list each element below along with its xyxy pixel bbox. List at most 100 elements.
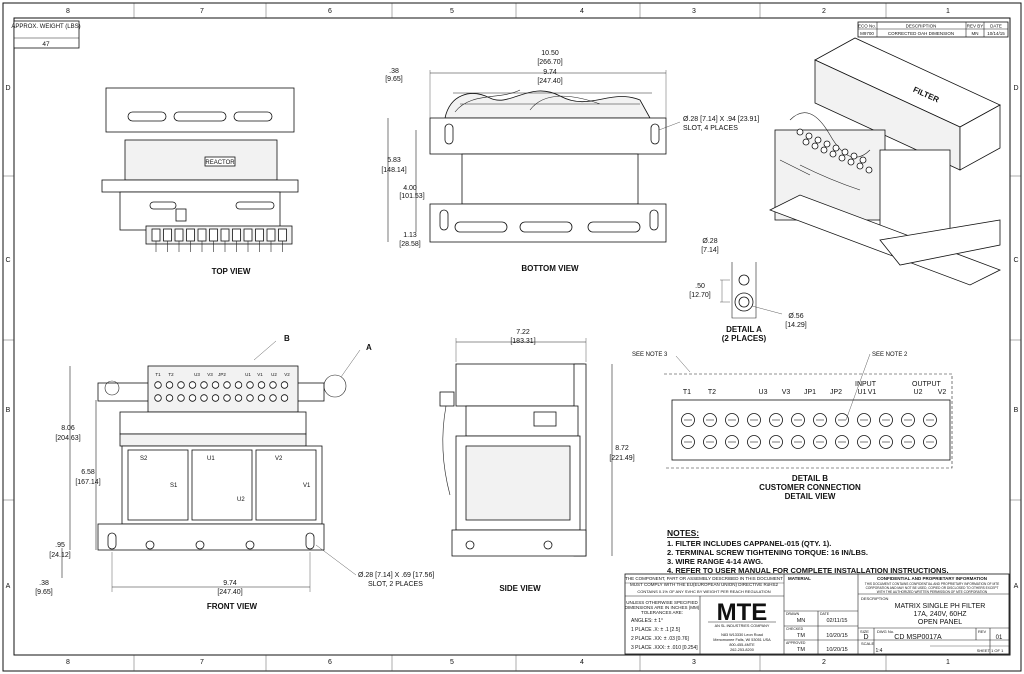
rev-desc: CORRECTED OAH DIMENSION: [888, 31, 954, 36]
front-terminal-label: V2: [284, 372, 290, 377]
isometric-view: FILTER: [769, 37, 1001, 286]
zone-row-label: A: [6, 583, 11, 590]
sign-role: DRAWN: [786, 612, 800, 616]
zone-row-label: A: [1014, 583, 1019, 590]
confidential-title: CONFIDENTIAL AND PROPRIETARY INFORMATION: [877, 576, 987, 581]
zone-col-label: 5: [450, 8, 454, 15]
detail-a-subtitle: (2 PLACES): [722, 334, 767, 343]
dim-bottom-inner: 9.74: [543, 69, 557, 76]
iso-terminal: [865, 166, 873, 174]
detail-b-title: DETAIL B: [792, 474, 828, 483]
front-terminal-lower: [257, 394, 266, 402]
dim-detail-a-hole-mm: [7.14]: [701, 247, 719, 254]
top-terminal: [278, 228, 287, 242]
dim-side-h: 8.72: [615, 445, 629, 452]
top-terminal: [197, 228, 207, 242]
front-terminal-label: V3: [207, 372, 213, 377]
front-terminal-lower: [165, 394, 174, 402]
address-1: N83 W13330 Leon Road: [721, 633, 763, 637]
dim-side-w: 7.22: [516, 329, 530, 336]
detail-a-hole: [738, 274, 750, 286]
front-view-title: FRONT VIEW: [207, 602, 258, 611]
iso-terminal: [805, 132, 813, 140]
iso-terminal: [856, 162, 864, 170]
reactor-label: REACTOR: [205, 160, 235, 166]
dim-front-h2: 6.58: [81, 469, 95, 476]
dim-bottom-h1: 5.83: [387, 157, 401, 164]
dim-side-h-mm: [221.49]: [609, 455, 634, 462]
dim-bottom-h1-mm: [148.14]: [381, 167, 406, 174]
front-terminal-label: JP2: [218, 372, 226, 377]
dim-side-w-mm: [183.31]: [510, 338, 535, 345]
zone-col-label: 4: [580, 8, 584, 15]
detail-terminal-label: U1: [858, 389, 867, 396]
zone-col-label: 3: [692, 8, 696, 15]
front-terminal-upper: [280, 381, 289, 389]
front-terminal-label: V1: [257, 372, 263, 377]
side-view: 7.22 [183.31] 8.72 [221.49] SIDE VIEW: [439, 329, 635, 593]
dim-bottom-overall: 10.50: [541, 50, 559, 57]
iso-terminal: [847, 158, 855, 166]
tol-2place: 2 PLACE .XX: ± .03 [0.76]: [631, 636, 689, 642]
notes-title: NOTES:: [667, 528, 699, 538]
detail-b-subtitle: CUSTOMER CONNECTION: [759, 483, 861, 492]
dim-front-slot-note: SLOT, 2 PLACES: [368, 581, 423, 588]
address-4: 262-253-8200: [730, 648, 754, 652]
rev-value: 01: [996, 635, 1003, 641]
sign-name: TM: [797, 633, 805, 639]
scale-label: SCALE: [861, 641, 874, 646]
zone-row-label: C: [5, 257, 10, 264]
weight-label: APPROX. WEIGHT (LBS): [11, 24, 80, 30]
tol-head-2: DIMENSIONS ARE IN INCHES (MM): [625, 605, 700, 610]
dim-detail-a-d: Ø.56: [788, 313, 803, 320]
dim-bottom-left-mm: [9.65]: [385, 76, 403, 83]
tol-1place: 1 PLACE .X: ± .1 [2.5]: [631, 627, 680, 633]
dim-detail-a-h: .50: [695, 283, 705, 290]
iso-terminal: [796, 128, 804, 136]
zone-row-label: C: [1013, 257, 1018, 264]
zone-col-label: 1: [946, 8, 950, 15]
sign-date: 02/11/15: [826, 618, 847, 624]
front-terminal-label: T1: [155, 372, 161, 377]
weight-box: APPROX. WEIGHT (LBS) 47: [11, 20, 81, 49]
sheet-number: SHEET 1 OF 1: [977, 648, 1004, 653]
front-terminal-upper: [200, 381, 208, 389]
front-terminal-upper: [257, 381, 266, 389]
front-terminal-upper: [154, 381, 162, 389]
see-note-2: SEE NOTE 2: [872, 352, 908, 358]
rohs-line-2: MUST COMPLY WITH THE EU(EUROPEAN UNION) …: [630, 582, 778, 587]
rev-label: REV: [978, 629, 987, 634]
callout-a: A: [366, 343, 372, 352]
dim-detail-a-h-mm: [12.70]: [689, 292, 710, 299]
dim-front-h3: .95: [55, 542, 65, 549]
top-terminal: [186, 228, 195, 242]
dim-bottom-h3-mm: [28.58]: [399, 241, 420, 248]
dim-front-h2-mm: [167.14]: [75, 479, 100, 486]
rev-eco: M9700: [860, 31, 874, 36]
address-3: 800-455-4MTE: [729, 643, 755, 647]
front-terminal-upper: [234, 381, 243, 389]
front-terminal-label: U2: [271, 372, 277, 377]
top-terminal: [174, 228, 184, 242]
sheet-inner-border: [13, 17, 1011, 656]
iso-terminal: [832, 144, 840, 152]
bottom-view: 10.50 [266.70] 9.74 [247.40] .38 [9.65] …: [381, 50, 759, 273]
front-terminal-lower: [246, 394, 254, 402]
top-view: REACTOR TOP VIEW: [101, 87, 299, 276]
detail-terminal-label: V3: [782, 389, 791, 396]
front-terminal-block: [147, 365, 299, 413]
top-terminal: [209, 228, 218, 242]
coil-label: U1: [207, 456, 215, 462]
coil-label: S2: [140, 456, 148, 462]
top-view-terminals: [151, 228, 287, 252]
description-3: OPEN PANEL: [918, 619, 962, 626]
zone-row-label: D: [5, 85, 10, 92]
detail-a-title: DETAIL A: [726, 325, 762, 334]
dim-bottom-h2-mm: [101.53]: [399, 193, 424, 200]
bottom-view-title: BOTTOM VIEW: [521, 264, 579, 273]
bottom-view-core: [461, 153, 639, 205]
